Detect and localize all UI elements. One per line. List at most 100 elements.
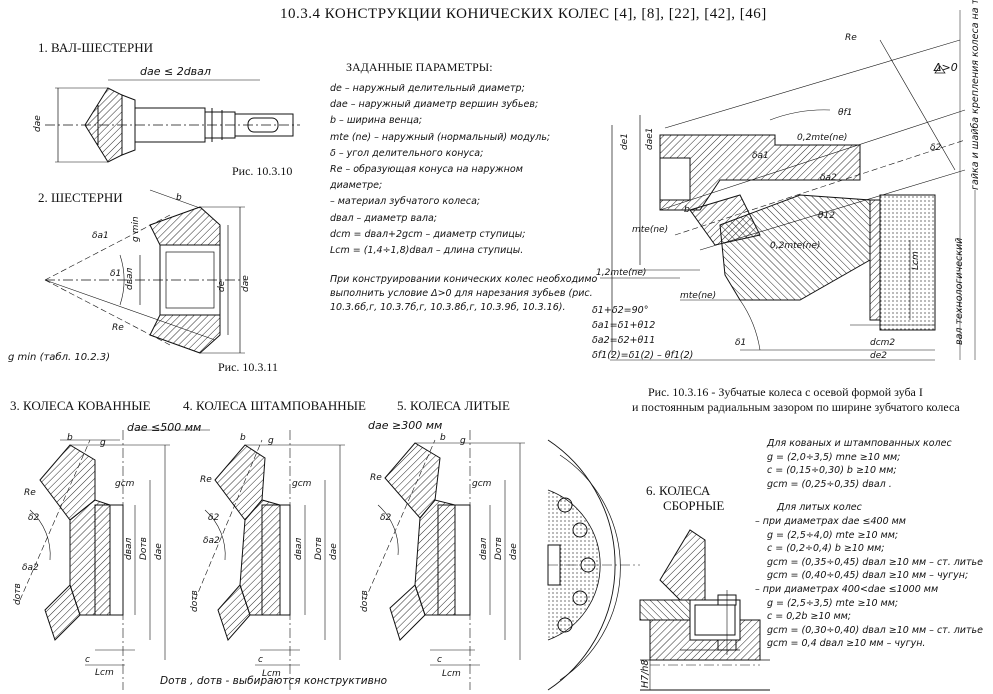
label-re-4: Re	[200, 475, 212, 485]
label-gcm-3: gcm	[115, 479, 135, 489]
label-dotv-3: dотв	[13, 583, 23, 605]
stamped-wheel-drawing	[194, 430, 345, 690]
caption-bottom-note: Dотв , dотв - выбираются конструктивно	[160, 675, 388, 687]
note-line: g = (2,0÷3,5) mne ≥10 мм;	[767, 451, 901, 463]
cast-wheel-drawing	[364, 430, 525, 690]
note-line: gcm = (0,25÷0,35) dвал .	[767, 478, 892, 490]
label-dae-3: dae	[154, 543, 164, 560]
label-g-3: g	[100, 438, 106, 448]
label-c-4: c	[258, 655, 263, 665]
label-gcm-4: gcm	[292, 479, 312, 489]
param-line: – материал зубчатого колеса;	[330, 196, 481, 208]
label-dae-2: dae	[241, 275, 251, 292]
label-12mte: 1,2mte(ne)	[596, 268, 646, 278]
label-dotv-5: dотв	[360, 590, 370, 612]
label-lcm-3: Lcm	[95, 668, 114, 678]
note-line: c = 0,2b ≥10 мм;	[767, 611, 851, 623]
label-b-4: b	[240, 433, 246, 443]
label-delta-a2: δa2	[820, 173, 837, 183]
formula-line: δ1+δ2=90°	[592, 305, 649, 316]
note-line: c = (0,15÷0,30) b ≥10 мм;	[767, 465, 897, 477]
section-stamped-wheels: 4. КОЛЕСА ШТАМПОВАННЫЕ	[183, 398, 366, 413]
caption-fig-10-3-11: Рис. 10.3.11	[218, 360, 278, 374]
gear-mesh-section	[600, 10, 976, 361]
label-dval-5: dвал	[479, 537, 489, 560]
formula-line: δf1(2)=δ1(2) – θf1(2)	[592, 350, 694, 361]
caption-fig-10-3-16-line2: и постоянным радиальным зазором по ширин…	[632, 400, 960, 414]
angle-formulas: δ1+δ2=90° δa1=δ1+θ12 δa2=δ2+θ11 δf1(2)=δ…	[592, 303, 693, 363]
label-dae-1: dae	[33, 115, 43, 132]
param-line: диаметре;	[330, 180, 383, 192]
section-shaft-pinions: 1. ВАЛ-ШЕСТЕРНИ	[38, 40, 154, 55]
cast-b-heading: – при диаметрах 400<dae ≤1000 мм	[755, 583, 939, 595]
label-dotv-big-4: Dотв	[314, 537, 324, 560]
label-delta-a2-4: δa2	[203, 536, 220, 546]
label-g-4: g	[268, 436, 274, 446]
label-delta-a1-b: δa1	[752, 151, 769, 161]
caption-gmin: g min (табл. 10.2.3)	[8, 352, 111, 363]
formula-line: δa1=δ1+θ12	[592, 320, 656, 331]
label-02mte-1: 0,2mte(ne)	[797, 133, 847, 143]
section-forged-wheels: 3. КОЛЕСА КОВАННЫЕ	[10, 398, 151, 413]
label-delta-gt0: Δ>0	[934, 61, 958, 74]
param-line: Re – образующая конуса на наружном	[330, 164, 523, 176]
cast-wheel-front-view	[547, 439, 640, 691]
label-de: de	[217, 280, 227, 292]
label-02mte-2: 0,2mte(ne)	[770, 241, 820, 251]
label-dae-4: dae	[329, 543, 339, 560]
label-dae-ge-300: dae ≥300 мм	[368, 419, 443, 432]
section-pinions: 2. ШЕСТЕРНИ	[38, 190, 123, 205]
label-b-2: b	[684, 205, 690, 215]
label-re-5: Re	[370, 473, 382, 483]
forged-heading: Для кованых и штампованных колес	[767, 438, 952, 449]
given-parameters: ЗАДАННЫЕ ПАРАМЕТРЫ: de – наружный делите…	[330, 60, 620, 315]
label-dotv-4: dотв	[190, 590, 200, 612]
param-line: dcm = dвал+2gcm – диаметр ступицы;	[330, 228, 526, 240]
param-line: Lcm = (1,4÷1,8)dвал – длина ступицы.	[330, 245, 524, 257]
caption-fig-10-3-16-line1: Рис. 10.3.16 - Зубчатые колеса с осевой …	[648, 385, 923, 399]
label-delta-1: δ1	[110, 269, 121, 279]
label-dae1: dae1	[645, 128, 655, 151]
label-gmin: g min	[131, 216, 141, 242]
label-dae-le-500: dae ≤500 мм	[127, 421, 202, 434]
note-line: gcm = (0,35÷0,45) dвал ≥10 мм – ст. лить…	[767, 556, 983, 568]
assembled-wheel-drawing	[639, 529, 770, 691]
note-line: c = (0,2÷0,4) b ≥10 мм;	[767, 543, 885, 555]
label-gcm-5: gcm	[472, 479, 492, 489]
label-mte-1: mte(ne)	[632, 225, 668, 235]
cast-a-heading: – при диаметрах dae ≤400 мм	[755, 515, 906, 527]
label-b-3: b	[67, 433, 73, 443]
section-cast-wheels: 5. КОЛЕСА ЛИТЫЕ	[397, 398, 510, 413]
label-lcm-5: Lcm	[442, 669, 461, 679]
caption-fig-10-3-10: Рис. 10.3.10	[232, 164, 293, 178]
forged-wheel-drawing	[19, 429, 210, 690]
param-line: b – ширина венца;	[330, 115, 423, 127]
param-line: dвал – диаметр вала;	[330, 212, 437, 224]
param-line: δ – угол делительного конуса;	[330, 147, 484, 159]
shaft-pinion-drawing	[45, 79, 300, 163]
param-line: dae – наружный диаметр вершин зубьев;	[330, 99, 539, 111]
label-delta2-4: δ2	[208, 513, 220, 523]
label-dcm2: dcm2	[870, 338, 895, 348]
label-delta-a2-3: δa2	[22, 563, 39, 573]
wheel-dimension-notes: Для кованых и штампованных колес g = (2,…	[755, 437, 983, 651]
label-re-3: Re	[24, 488, 36, 498]
label-b-5: b	[440, 433, 446, 443]
params-note: При конструировании конических колес нео…	[330, 274, 598, 314]
label-delta2-3: δ2	[28, 513, 40, 523]
cast-heading: Для литых колес	[777, 502, 862, 514]
label-b: b	[176, 193, 182, 203]
label-delta2-5: δ2	[380, 513, 392, 523]
label-theta-f1: θf1	[838, 108, 852, 118]
label-de1: de1	[620, 133, 630, 150]
page-title: 10.3.4 КОНСТРУКЦИИ КОНИЧЕСКИХ КОЛЕС [4],…	[280, 6, 767, 22]
note-line: g = (2,5÷4,0) mte ≥10 мм;	[767, 529, 899, 541]
label-h7-h8: H7/h8	[640, 660, 651, 688]
label-de2: de2	[870, 351, 887, 361]
param-line: mte (ne) – наружный (нормальный) модуль;	[330, 131, 551, 143]
label-dval: dвал	[125, 267, 135, 290]
section-assembled-wheels-2: СБОРНЫЕ	[663, 498, 725, 513]
formula-line: δa2=δ2+θ11	[592, 335, 656, 346]
label-lcm-4: Lcm	[262, 669, 281, 679]
